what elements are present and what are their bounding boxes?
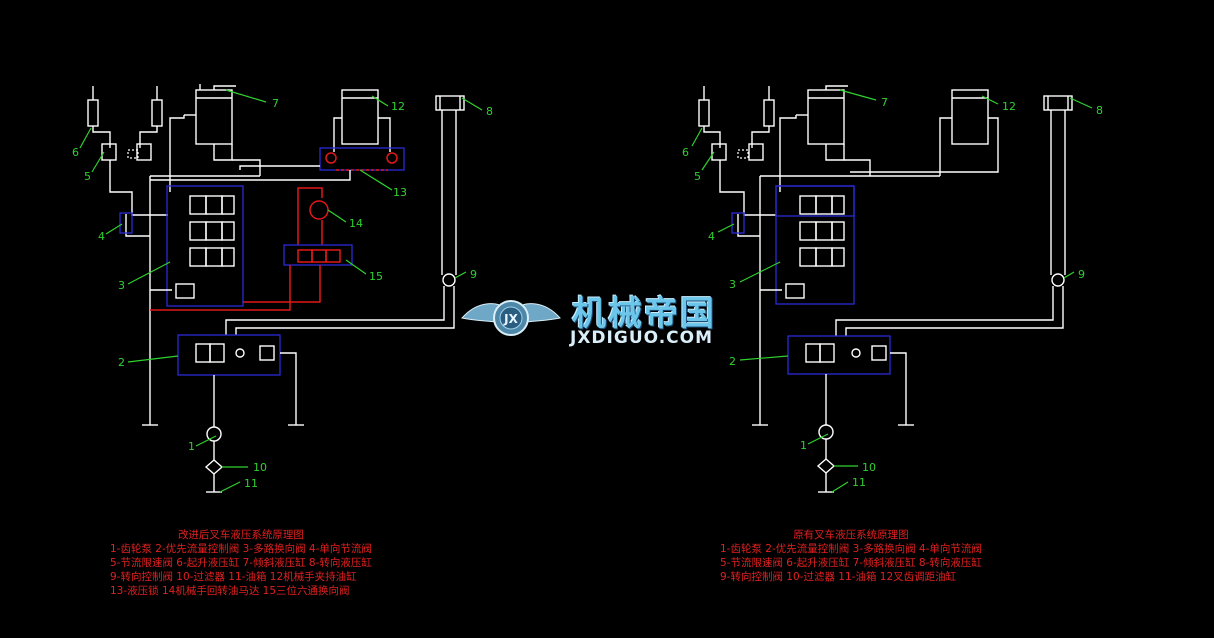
one-way-throttle-valve <box>119 212 133 234</box>
label-2: 2 <box>118 356 125 369</box>
label-10: 10 <box>253 461 267 474</box>
label-2: 2 <box>729 355 736 368</box>
label-8: 8 <box>486 105 493 118</box>
label-11: 11 <box>852 476 866 489</box>
label-4: 4 <box>98 230 105 243</box>
logo-emblem: JX <box>461 300 561 336</box>
steering-cylinder <box>435 95 465 111</box>
label-14: 14 <box>349 217 363 230</box>
multi-way-valve-box <box>166 185 244 307</box>
caption-left-line: 13-液压锁 14机械手回转油马达 15三位六通换向阀 <box>110 585 350 597</box>
label-12: 12 <box>1002 100 1016 113</box>
caption-right: 原有叉车液压系统原理图 1-齿轮泵 2-优先流量控制阀 3-多路换向阀 4-单向… <box>720 528 982 584</box>
filter <box>816 458 836 474</box>
label-4: 4 <box>708 230 715 243</box>
filter <box>204 459 224 475</box>
caption-right-title: 原有叉车液压系统原理图 <box>793 529 909 541</box>
logo-name-cn: 机械帝国 <box>572 294 716 334</box>
steering-cylinder <box>1043 95 1073 111</box>
label-1: 1 <box>800 439 807 452</box>
clamp-cylinder <box>341 89 379 145</box>
label-3: 3 <box>118 279 125 292</box>
caption-left: 改进后叉车液压系统原理图 1-齿轮泵 2-优先流量控制阀 3-多路换向阀 4-单… <box>110 528 372 598</box>
logo-badge: JX <box>503 312 518 326</box>
caption-left-line: 1-齿轮泵 2-优先流量控制阀 3-多路换向阀 4-单向节流阀 <box>110 543 372 555</box>
caption-right-line: 1-齿轮泵 2-优先流量控制阀 3-多路换向阀 4-单向节流阀 <box>720 543 982 555</box>
label-11: 11 <box>244 477 258 490</box>
caption-right-line: 5-节流限速阀 6-起升液压缸 7-倾斜液压缸 8-转向液压缸 <box>720 557 982 569</box>
priority-flow-valve <box>177 334 281 376</box>
fork-spacing-cylinder <box>951 89 989 145</box>
hydraulic-lock <box>319 147 405 171</box>
left-schematic: 1 2 3 4 5 6 7 8 9 10 11 12 13 14 15 <box>72 84 493 493</box>
lift-cylinder-right <box>151 99 163 127</box>
label-7: 7 <box>272 97 279 110</box>
lift-cylinder-right <box>763 99 775 127</box>
lift-cylinder-left <box>87 99 99 127</box>
label-1: 1 <box>188 440 195 453</box>
label-6: 6 <box>682 146 689 159</box>
steering-control-valve <box>1051 273 1065 287</box>
caption-left-title: 改进后叉车液压系统原理图 <box>177 529 304 541</box>
right-schematic: 1 2 3 4 5 6 7 8 9 10 11 12 <box>682 85 1103 493</box>
label-9: 9 <box>1078 268 1085 281</box>
rotary-motor <box>309 200 329 220</box>
label-8: 8 <box>1096 104 1103 117</box>
logo-name-en: JXDIGUO.COM <box>570 328 714 348</box>
caption-left-line: 9-转向控制阀 10-过滤器 11-油箱 12机械手夹持油缸 <box>110 571 357 583</box>
caption-left-line: 5-节流限速阀 6-起升液压缸 7-倾斜液压缸 8-转向液压缸 <box>110 557 372 569</box>
label-10: 10 <box>862 461 876 474</box>
watermark-logo: 机械帝国 JXDIGUO.COM <box>458 286 758 350</box>
label-12: 12 <box>391 100 405 113</box>
throttle-speed-valve <box>101 143 117 161</box>
label-7: 7 <box>881 96 888 109</box>
six-way-valve <box>283 244 353 266</box>
label-15: 15 <box>369 270 383 283</box>
label-3: 3 <box>729 278 736 291</box>
label-5: 5 <box>694 170 701 183</box>
priority-flow-valve <box>787 335 891 375</box>
lift-cylinder-left <box>698 99 710 127</box>
one-way-throttle-valve <box>731 212 745 234</box>
throttle-speed-valve <box>711 143 727 161</box>
label-9: 9 <box>470 268 477 281</box>
steering-control-valve <box>442 273 456 287</box>
label-5: 5 <box>84 170 91 183</box>
caption-right-line: 9-转向控制阀 10-过滤器 11-油箱 12叉齿调距油缸 <box>720 571 957 583</box>
label-13: 13 <box>393 186 407 199</box>
label-6: 6 <box>72 146 79 159</box>
multi-way-valve-box <box>775 185 855 305</box>
